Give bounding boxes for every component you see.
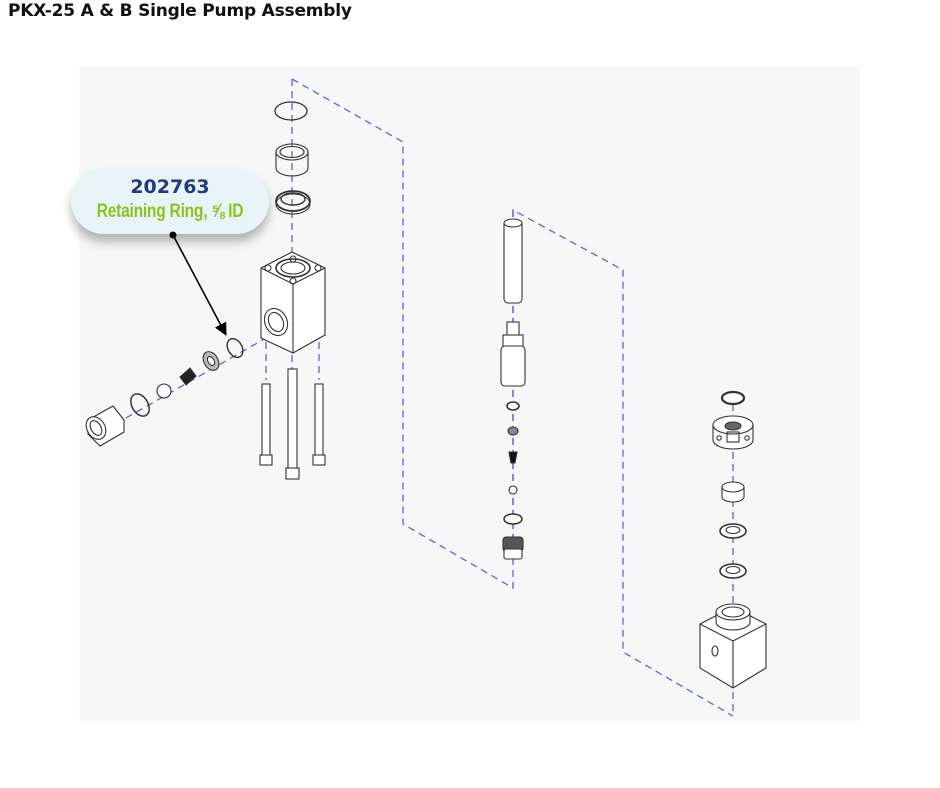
- piston-seat: [507, 426, 519, 436]
- inlet-fitting: [85, 405, 125, 447]
- axis-path-1: [291, 78, 734, 717]
- part-callout[interactable]: 202763 Retaining Ring, ⅝ ID: [71, 168, 269, 234]
- o-ring: [130, 393, 150, 417]
- gland-nut: [712, 415, 754, 450]
- pump-block-assembly: [85, 101, 326, 480]
- callout-part-description: Retaining Ring, ⅝ ID: [96, 201, 244, 222]
- exploded-diagram: [85, 78, 767, 717]
- piston-assembly: [500, 218, 526, 560]
- snap-ring: [506, 401, 520, 411]
- retaining-ring-side: [226, 337, 244, 359]
- bolt-center: [285, 368, 300, 480]
- piston-poppet: [508, 451, 518, 464]
- retaining-ring-top: [274, 101, 308, 121]
- top-o-ring: [720, 390, 746, 406]
- piston-ball: [508, 485, 518, 495]
- bolt-left: [259, 383, 273, 466]
- check-valve-body: [502, 536, 524, 560]
- poppet: [179, 367, 197, 386]
- piston-o-ring: [503, 513, 523, 525]
- bushing-small: [721, 481, 745, 503]
- exploded-diagram-panel: [79, 66, 860, 721]
- packing-2: [719, 563, 747, 579]
- callout-part-number: 202763: [130, 176, 210, 198]
- axis-side-parts: [104, 329, 281, 431]
- packing-1: [719, 523, 747, 539]
- cylinder-block: [699, 603, 767, 689]
- packing-assembly: [699, 390, 767, 689]
- bushing: [275, 143, 309, 177]
- bolt-right: [312, 383, 326, 466]
- ball: [156, 383, 172, 399]
- piston-housing: [500, 321, 526, 387]
- seal: [275, 190, 311, 215]
- seat: [202, 351, 220, 371]
- piston-rod: [503, 218, 523, 304]
- pump-block: [260, 251, 326, 354]
- page-title: PKX-25 A & B Single Pump Assembly: [8, 1, 352, 21]
